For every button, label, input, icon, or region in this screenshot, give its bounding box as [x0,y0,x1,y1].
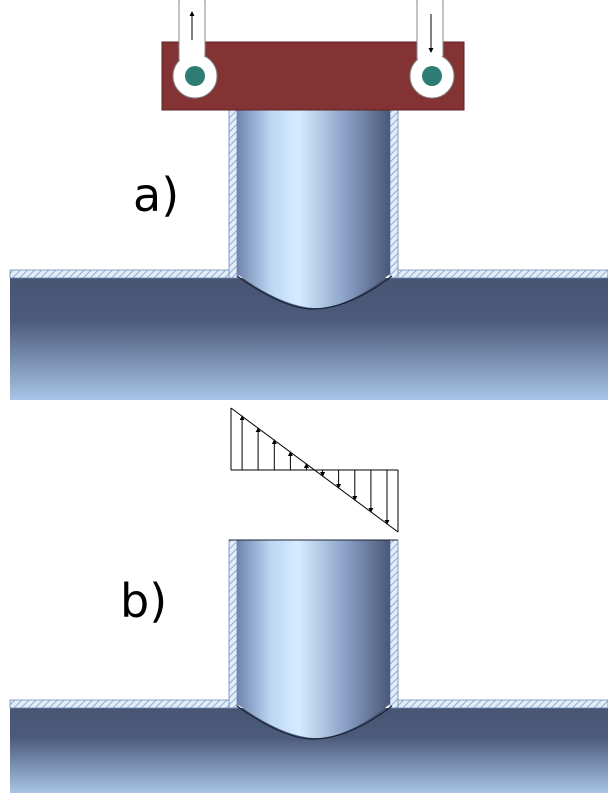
left-lug [172,0,218,99]
panel-b [9,407,608,793]
branch-cylinder-a [237,108,390,309]
panel-label-a: a) [133,168,180,222]
branch-cylinder-b [237,540,390,739]
panel-label-b: b) [120,574,168,628]
pipe-wall-right-a [396,269,608,279]
right-lug [409,0,455,99]
branch-wall-right-b [389,539,399,709]
pipe-wall-left-b [9,699,239,709]
clevis-pin-icon [422,66,442,86]
stress-distribution [230,407,399,533]
branch-wall-right-a [389,109,399,279]
clevis-pin-icon [185,66,205,86]
panel-a [9,0,608,400]
pipe-wall-right-b [396,699,608,709]
pipe-wall-left-a [9,269,239,279]
intersection-curve-b [236,705,393,740]
intersection-curve-a [236,275,393,310]
branch-wall-left-b [228,539,238,709]
branch-wall-left-a [228,109,238,279]
